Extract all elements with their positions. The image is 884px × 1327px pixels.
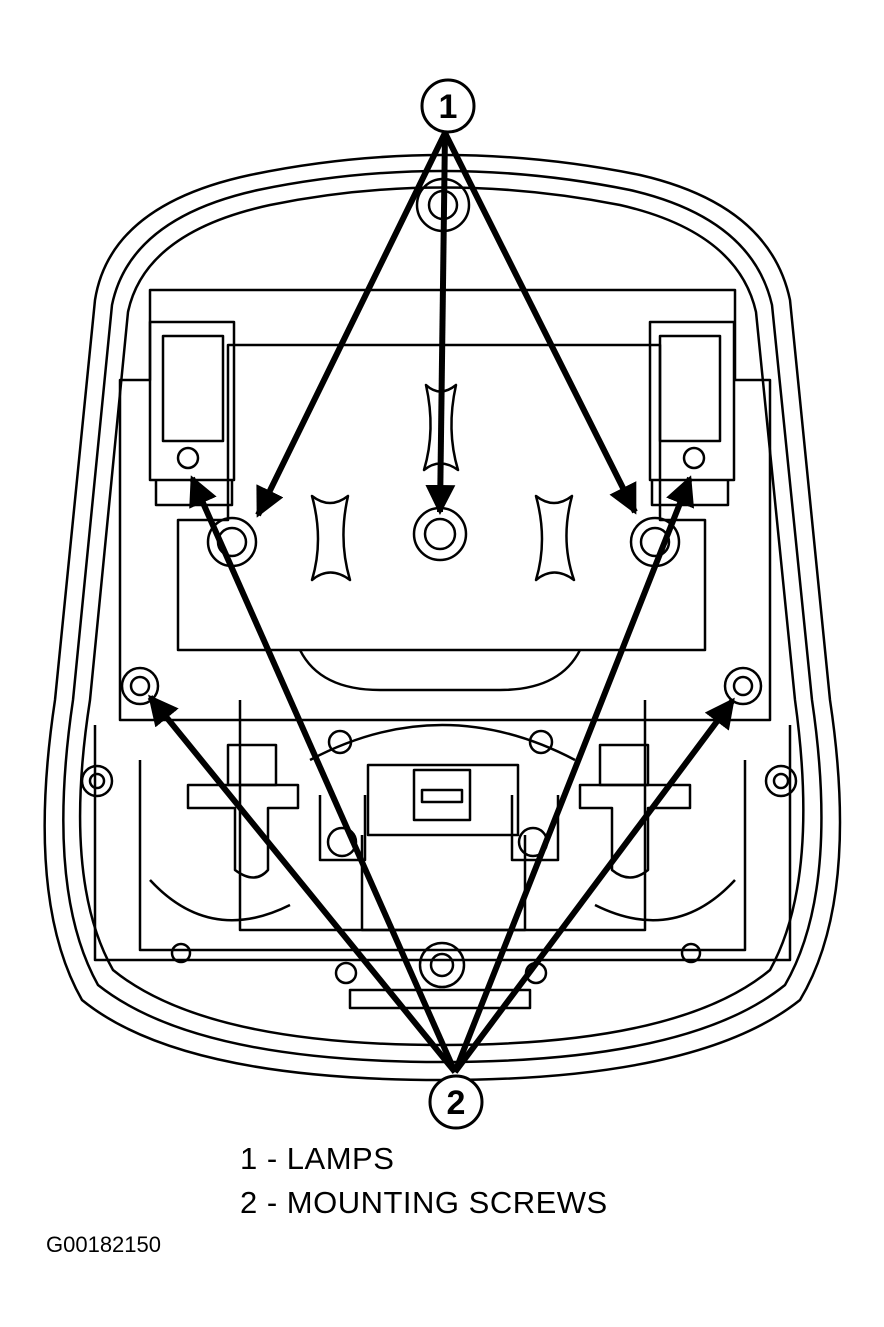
left-lamp-clip — [310, 494, 352, 582]
callout-1-label: 1 — [439, 88, 458, 126]
leader-screw-right-switch — [452, 475, 695, 1074]
left-switch-screw-hole — [176, 446, 200, 470]
lower-center-arch — [309, 723, 576, 762]
lower-frame — [93, 725, 792, 962]
callout-2-label: 2 — [447, 1084, 466, 1122]
leader-screw-right-side — [452, 697, 736, 1074]
center-connector-latch — [412, 768, 472, 822]
lower-left-small-screw — [170, 942, 192, 964]
leader-lamp-left — [255, 131, 448, 518]
callout-2: 2 — [428, 1074, 484, 1130]
right-switch-screw-hole — [682, 446, 706, 470]
center-upper-lamp-clip — [422, 383, 460, 472]
lamp-plate — [176, 343, 707, 652]
right-side-rivet-inner — [772, 772, 790, 790]
right-mount-screw-hole — [732, 675, 754, 697]
right-mount-screw-boss — [723, 666, 763, 706]
leader-lamp-right — [442, 131, 638, 515]
leader-screw-left-side — [147, 694, 458, 1074]
left-side-rivet-inner — [88, 772, 106, 790]
center-lamp-socket — [412, 506, 468, 562]
left-bulb-holder — [186, 783, 300, 879]
bottom-screw-boss-inner — [429, 952, 455, 978]
right-side-rivet — [764, 764, 798, 798]
left-switch-window — [161, 334, 225, 443]
center-lamp-socket-inner — [423, 517, 457, 551]
leader-lamp-center — [425, 132, 456, 515]
right-switch-housing — [648, 320, 736, 482]
left-mount-screw-boss — [120, 666, 160, 706]
bottom-screw-boss-outer — [418, 941, 466, 989]
right-switch-window — [658, 334, 722, 443]
left-mount-screw-hole — [129, 675, 151, 697]
lower-inner-frame — [138, 760, 747, 952]
housing-inner-rim — [78, 186, 805, 1047]
center-connector-base — [360, 835, 527, 932]
callout-1: 1 — [420, 78, 476, 134]
left-reflector-arc — [149, 879, 291, 922]
figure-code: G00182150 — [46, 1232, 161, 1257]
left-bulb-top — [226, 743, 278, 787]
right-bulb-top — [598, 743, 650, 787]
callout-1-circle — [420, 78, 476, 134]
housing-outer-outline — [43, 153, 842, 1082]
right-reflector-arc — [594, 879, 736, 922]
housing-inner-outline — [62, 169, 823, 1064]
lamp-plate-notch — [298, 649, 582, 692]
legend-item-lamps: 1 - LAMPS — [240, 1141, 395, 1176]
callout-2-circle — [428, 1074, 484, 1130]
right-lamp-socket-inner — [639, 526, 671, 558]
bottom-left-small-screw — [334, 961, 358, 985]
upper-left-small-screw — [327, 729, 353, 755]
right-socket-bay — [510, 795, 560, 862]
leader-screw-left-switch — [189, 475, 458, 1074]
center-connector-slot — [420, 788, 464, 804]
right-lamp-clip — [534, 494, 576, 582]
bottom-tab — [348, 988, 532, 1010]
upper-right-small-screw — [528, 729, 554, 755]
legend-item-mounting-screws: 2 - MOUNTING SCREWS — [240, 1185, 608, 1220]
left-socket-bay — [318, 795, 367, 862]
center-connector-body — [366, 763, 520, 837]
left-side-rivet — [80, 764, 114, 798]
lower-right-small-screw — [680, 942, 702, 964]
